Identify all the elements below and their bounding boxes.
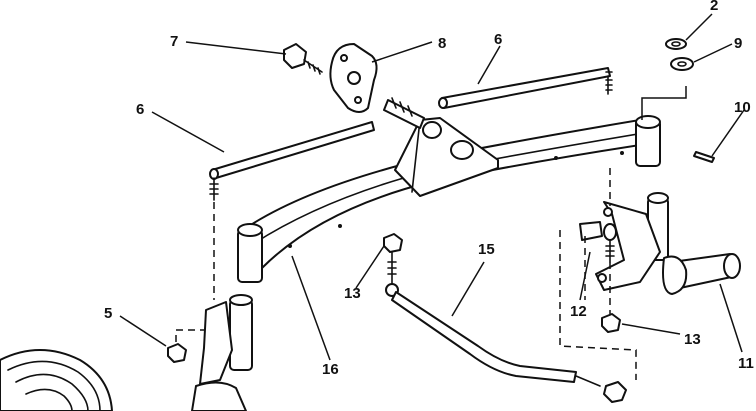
bolt	[283, 43, 323, 75]
set-screw	[693, 151, 715, 163]
callout-6: 6	[136, 101, 144, 118]
axle-beam	[237, 115, 661, 283]
tie-rod-right	[438, 67, 613, 109]
wheel-hub	[0, 349, 113, 411]
callout-11: 11	[738, 355, 754, 372]
nut	[167, 343, 187, 363]
tie-rod-left	[209, 121, 375, 201]
leader-lines	[119, 13, 745, 361]
steering-pin	[579, 221, 617, 263]
mounting-plate	[329, 43, 378, 113]
right-spindle	[595, 192, 741, 295]
callout-12: 12	[570, 303, 587, 320]
callout-13: 13	[344, 285, 361, 302]
center-pivot-bracket	[394, 117, 499, 197]
nut	[383, 233, 627, 403]
callout-6: 6	[494, 31, 502, 48]
callout-7: 7	[170, 33, 178, 50]
callout-15: 15	[478, 241, 495, 258]
assembly-lines	[175, 168, 637, 380]
callout-9: 9	[734, 35, 742, 52]
drag-link	[385, 251, 601, 387]
pivot-shaft	[383, 97, 425, 129]
callout-5: 5	[104, 305, 112, 322]
callout-2: 2	[710, 0, 718, 14]
callout-13: 13	[684, 331, 701, 348]
callout-10: 10	[734, 99, 751, 116]
callout-8: 8	[438, 35, 446, 52]
left-spindle	[191, 294, 253, 411]
callout-16: 16	[322, 361, 339, 378]
washers	[665, 38, 694, 71]
